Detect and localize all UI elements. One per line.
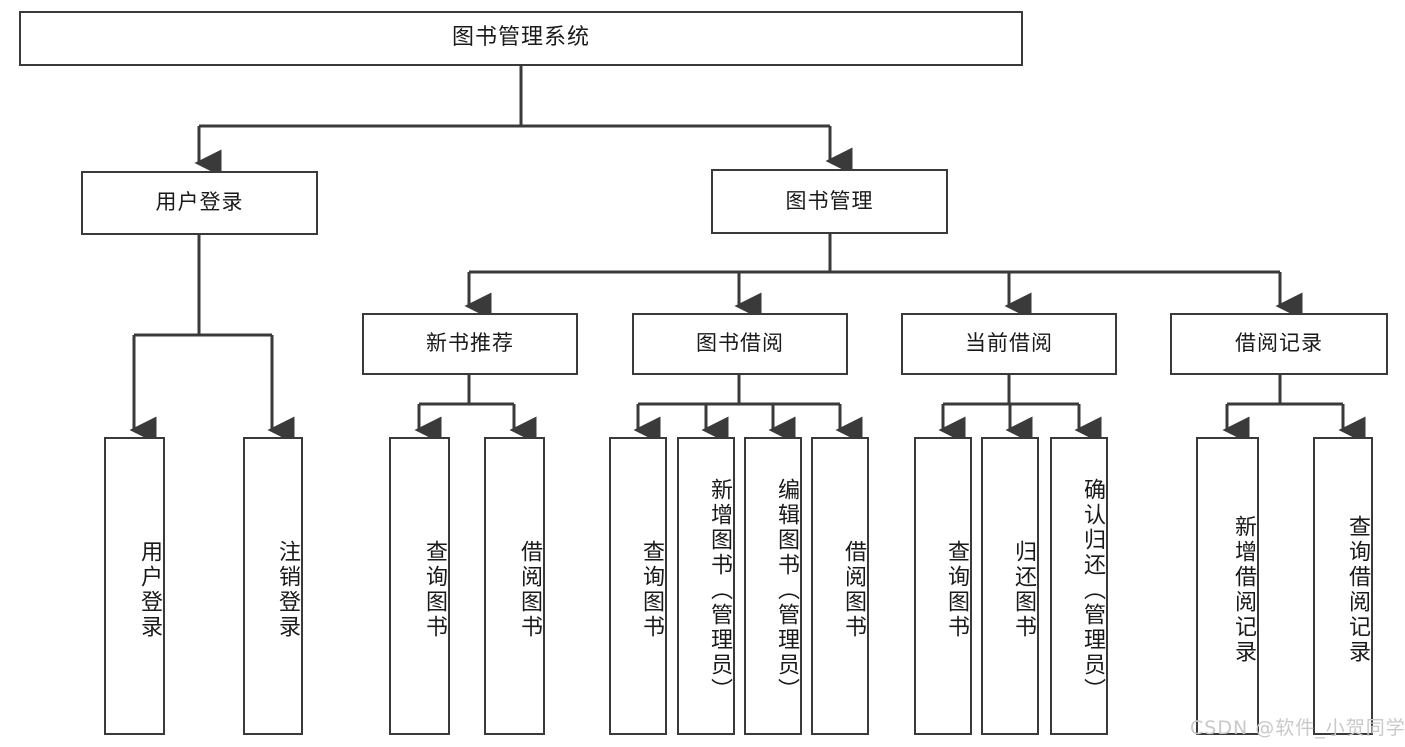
leaf-bb-add-book-admin[interactable]: 新增图书（管理员） bbox=[677, 437, 735, 735]
leaf-label: 查询借阅记录 bbox=[1345, 515, 1370, 665]
leaf-br-add-record[interactable]: 新增借阅记录 bbox=[1196, 437, 1259, 735]
leaf-label: 查询图书 bbox=[944, 540, 969, 640]
node-root-system[interactable]: 图书管理系统 bbox=[19, 11, 1023, 66]
leaf-nbr-query-book[interactable]: 查询图书 bbox=[389, 437, 450, 735]
leaf-label: 借阅图书 bbox=[841, 540, 866, 640]
leaf-bb-borrow-book[interactable]: 借阅图书 bbox=[811, 437, 869, 735]
leaf-bb-query-book[interactable]: 查询图书 bbox=[609, 437, 667, 735]
leaf-label: 归还图书 bbox=[1011, 540, 1036, 640]
node-user-login[interactable]: 用户登录 bbox=[81, 171, 318, 235]
node-book-borrow[interactable]: 图书借阅 bbox=[632, 313, 848, 375]
leaf-br-query-record[interactable]: 查询借阅记录 bbox=[1313, 437, 1373, 735]
leaf-nbr-borrow-book[interactable]: 借阅图书 bbox=[484, 437, 545, 735]
node-book-management[interactable]: 图书管理 bbox=[711, 169, 948, 234]
leaf-label: 用户登录 bbox=[137, 540, 162, 640]
leaf-label: 查询图书 bbox=[639, 540, 664, 640]
node-current-borrow[interactable]: 当前借阅 bbox=[901, 313, 1117, 375]
leaf-label: 查询图书 bbox=[422, 540, 447, 640]
leaf-label: 新增图书（管理员） bbox=[707, 477, 732, 703]
leaf-logout[interactable]: 注销登录 bbox=[243, 437, 303, 735]
leaf-label: 确认归还（管理员） bbox=[1080, 477, 1105, 703]
leaf-bb-edit-book-admin[interactable]: 编辑图书（管理员） bbox=[744, 437, 802, 735]
leaf-cb-query-book[interactable]: 查询图书 bbox=[914, 437, 972, 735]
leaf-user-login[interactable]: 用户登录 bbox=[104, 437, 165, 735]
leaf-cb-confirm-return-admin[interactable]: 确认归还（管理员） bbox=[1050, 437, 1108, 735]
leaf-label: 新增借阅记录 bbox=[1231, 515, 1256, 665]
node-new-book-recommend[interactable]: 新书推荐 bbox=[362, 313, 578, 375]
node-borrow-record[interactable]: 借阅记录 bbox=[1170, 313, 1388, 375]
csdn-watermark: CSDN @软件_小贺同学 bbox=[1190, 717, 1405, 739]
leaf-label: 注销登录 bbox=[275, 540, 300, 640]
leaf-cb-return-book[interactable]: 归还图书 bbox=[981, 437, 1039, 735]
leaf-label: 借阅图书 bbox=[517, 540, 542, 640]
leaf-label: 编辑图书（管理员） bbox=[774, 477, 799, 703]
